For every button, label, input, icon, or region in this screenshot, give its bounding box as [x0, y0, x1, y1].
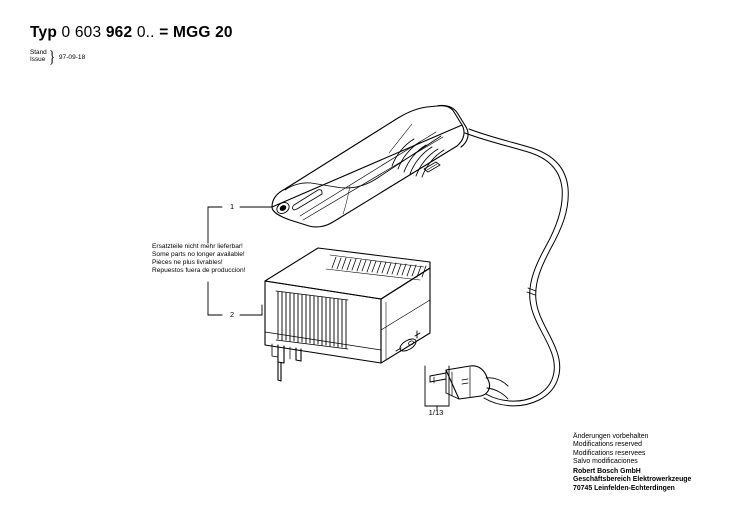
type-number-part-2: 962 — [105, 24, 133, 41]
connector-plug — [429, 365, 509, 400]
cordless-tool-body — [271, 104, 469, 228]
footer-division: Geschäftsbereich Elektrowerkzeuge — [573, 476, 692, 484]
scale-dimension-bracket — [424, 365, 450, 411]
mains-plug-pins — [271, 343, 302, 382]
equals-sign: = — [159, 24, 169, 41]
unavailable-parts-note: Ersatzteile nicht mehr lieferbar! Some p… — [152, 243, 245, 275]
type-number-part-1: 0 603 — [61, 24, 102, 41]
callout-number-2[interactable]: 2 — [229, 310, 235, 319]
note-line-en: Some parts no longer available! — [152, 251, 245, 259]
issue-date: 97-09-18 — [58, 54, 86, 61]
footer-line-es: Salvo modificaciones — [573, 457, 638, 465]
type-number-line: Typ 0 603 962 0.. = MGG 20 — [30, 24, 450, 42]
footer-line-en: Modifications reserved — [573, 441, 642, 449]
type-number-part-3: 0.. — [136, 24, 155, 41]
issue-labels: Stand Issue — [30, 49, 47, 64]
note-line-de: Ersatzteile nicht mehr lieferbar! — [152, 243, 243, 250]
page-title: Typ 0 603 962 0.. = MGG 20 — [30, 24, 450, 42]
charger-cable — [464, 128, 569, 407]
footer-line-fr: Modifications reservees — [573, 449, 646, 457]
note-line-es: Repuestos fuera de produccion! — [152, 267, 246, 275]
issue-label-en: Issue — [30, 56, 46, 63]
polarity-indicator — [395, 330, 421, 352]
issue-date-block: Stand Issue } 97-09-18 — [30, 46, 85, 66]
callout-leader-lines — [207, 206, 273, 316]
footer-address: 70745 Leinfelden-Echterdingen — [573, 484, 675, 492]
note-line-fr: Pièces ne plus livrables! — [152, 259, 223, 267]
issue-label-de: Stand — [30, 48, 47, 56]
brace-glyph: } — [48, 46, 55, 66]
footer-block: Änderungen vorbehalten Modifications res… — [573, 433, 691, 493]
footer-line-de: Änderungen vorbehalten — [573, 433, 649, 440]
footer-company: Robert Bosch GmbH — [573, 468, 641, 476]
model-name: MGG 20 — [172, 24, 233, 41]
top-vent-slots — [331, 256, 427, 278]
charger-transformer-body — [264, 247, 431, 382]
front-cooling-fins — [277, 291, 347, 349]
scale-label: 1/13 — [428, 408, 444, 417]
type-label: Typ — [30, 24, 58, 41]
callout-number-1[interactable]: 1 — [229, 202, 235, 211]
